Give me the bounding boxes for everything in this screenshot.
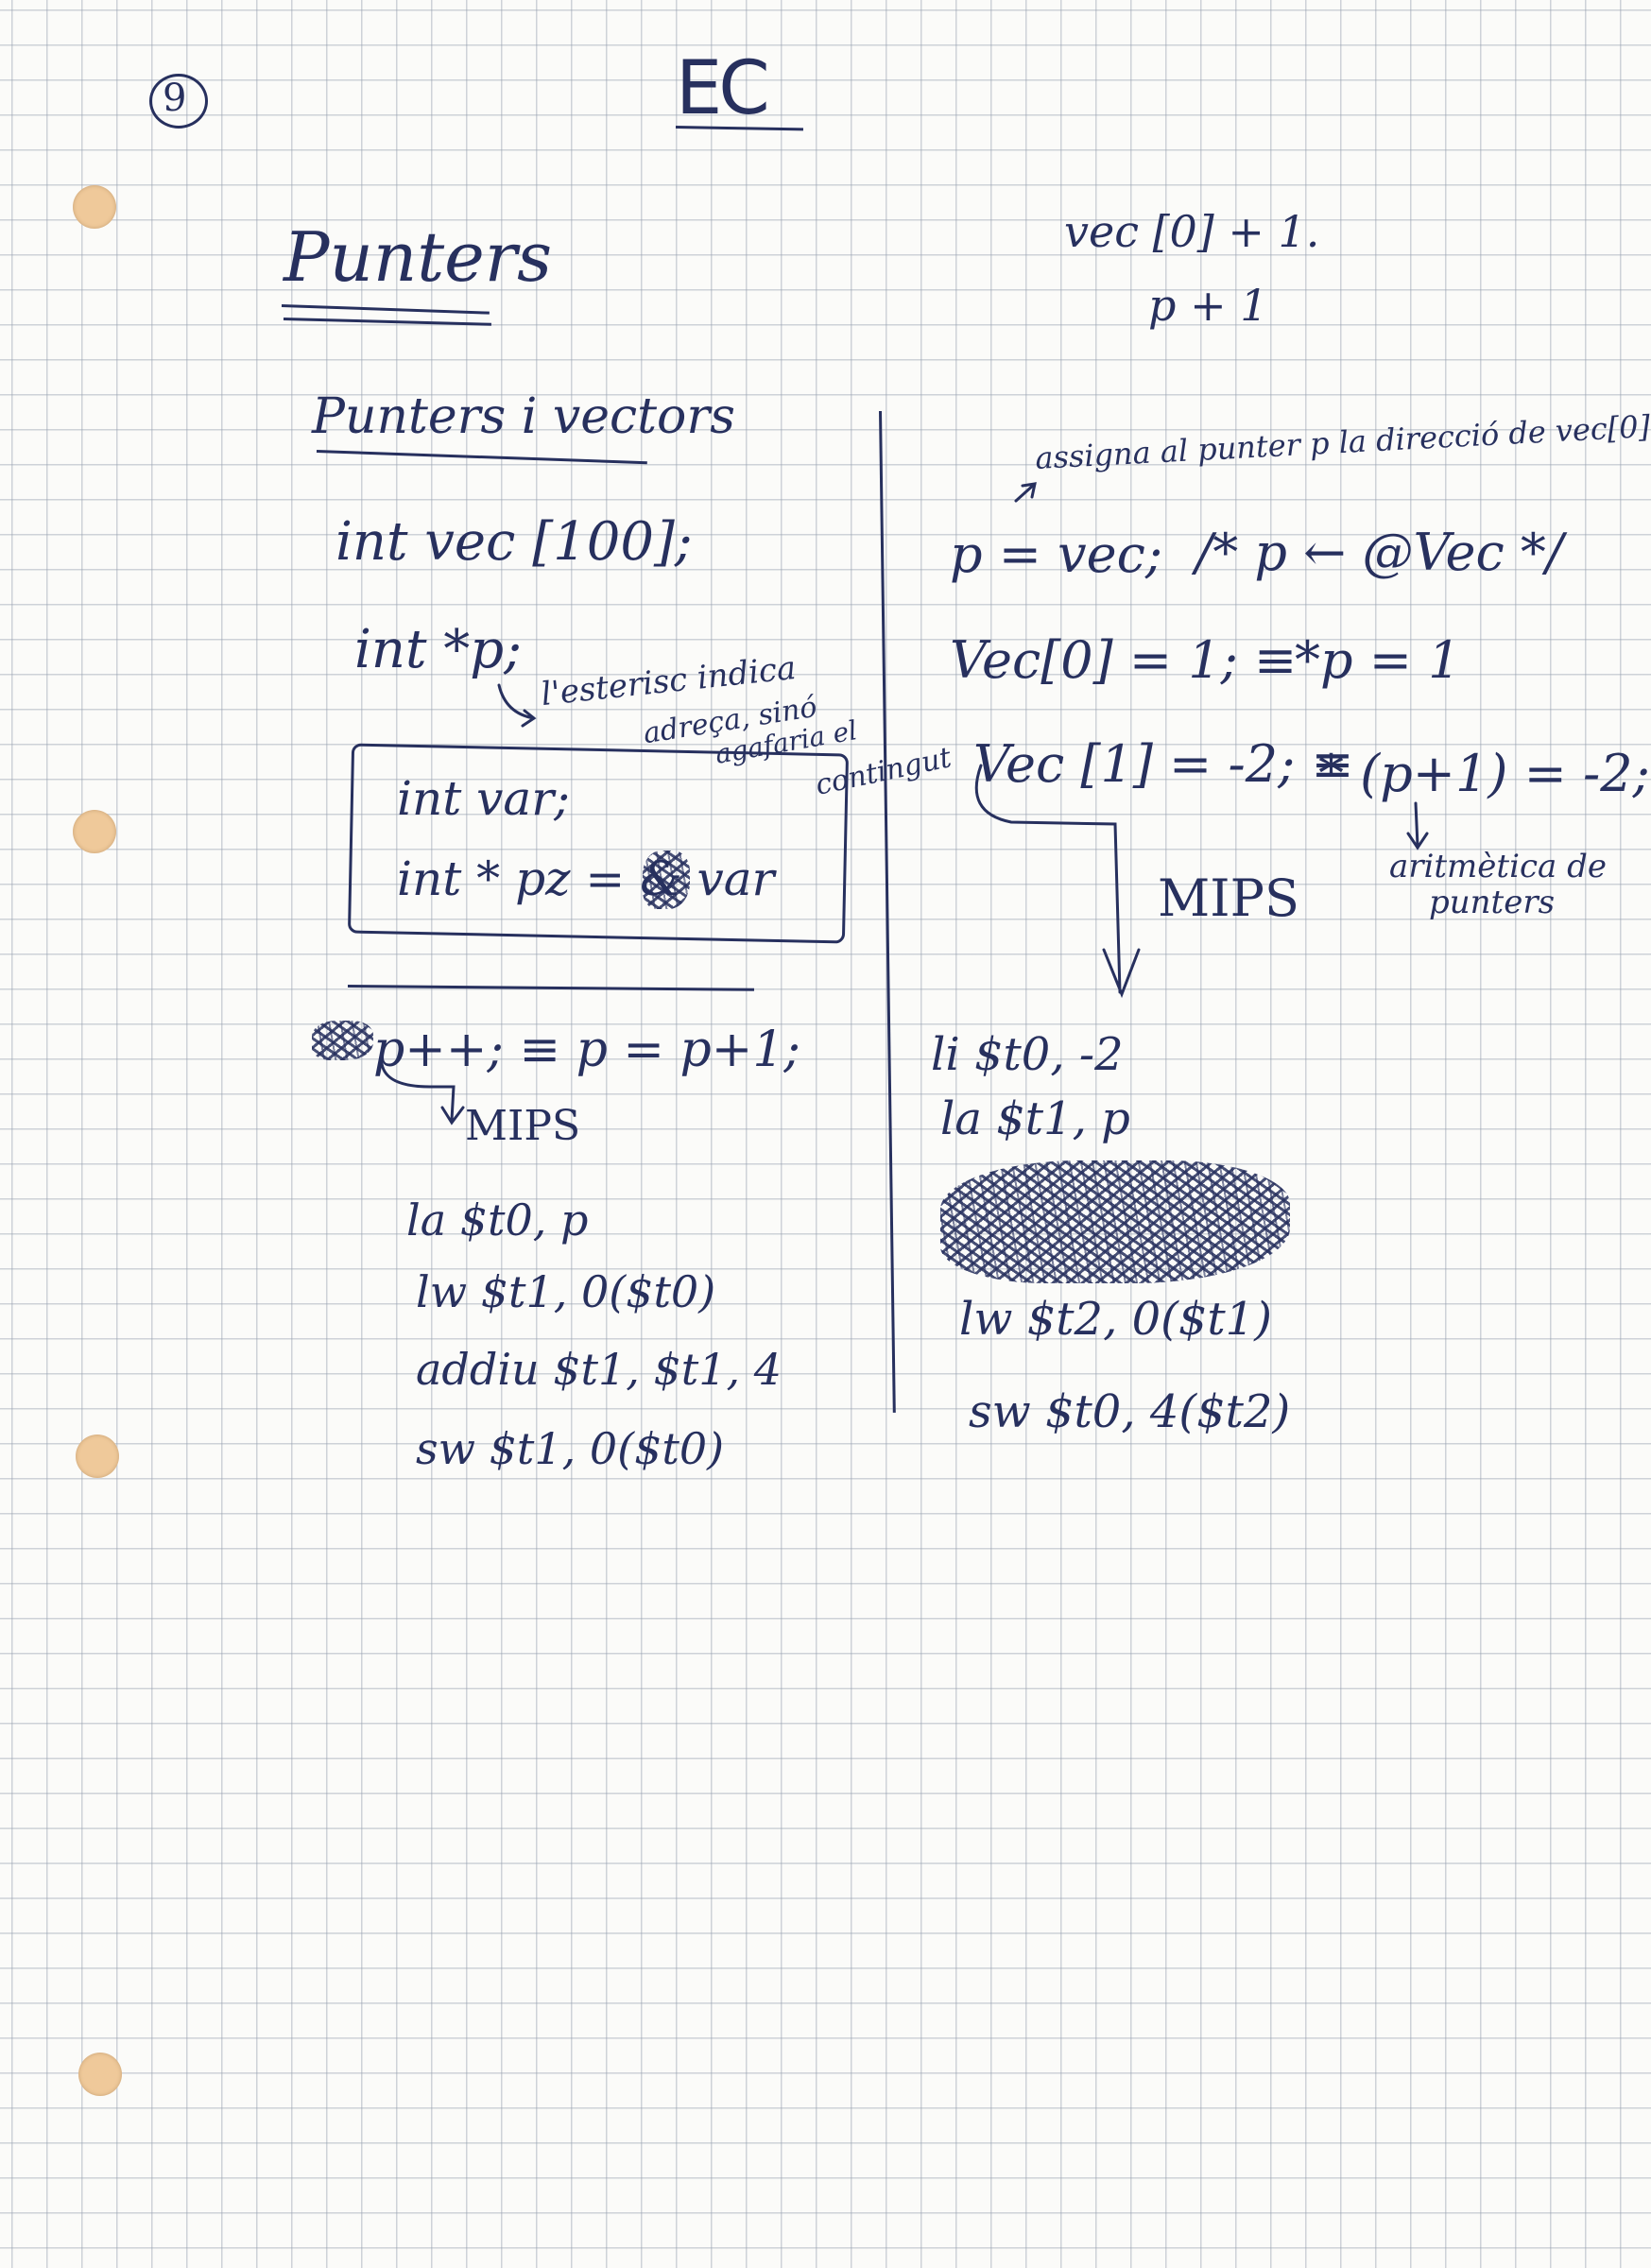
binder-hole-4 (78, 2053, 122, 2096)
right-line-2: Vec[0] = 1; ≡ (950, 630, 1298, 690)
crossed-out-asm (940, 1160, 1290, 1283)
binder-hole-3 (76, 1435, 119, 1478)
arrows-layer (380, 482, 1429, 1125)
box-line-2: int * pz = & var (397, 851, 775, 906)
top-right-line-1: vec [0] + 1. (1064, 206, 1320, 257)
right-mips-arrow (974, 764, 1141, 999)
arith-note-2: punters (1429, 884, 1556, 921)
section-title: Punters (284, 217, 553, 297)
left-asm-line: addiu $t1, $t1, 4 (416, 1344, 783, 1395)
right-line-3: Vec [1] = -2; ≡ (973, 734, 1354, 794)
header-title: EC (676, 46, 770, 131)
left-mips-label: MIPS (465, 1102, 581, 1150)
right-asm-line: li $t0, -2 (931, 1028, 1124, 1081)
crossed-out-text-2 (312, 1021, 373, 1060)
left-asm-line: lw $t1, 0($t0) (416, 1266, 716, 1317)
left-mips-arrow (380, 1047, 465, 1125)
arith-note-arrow (1406, 801, 1429, 850)
binder-hole-1 (73, 185, 116, 229)
box-line-1: int var; (397, 771, 570, 826)
right-asm-line: sw $t0, 4($t2) (969, 1385, 1291, 1438)
assign-note-arrow (1014, 482, 1037, 503)
top-right-line-2: p + 1 (1148, 280, 1268, 331)
crossed-out-text (643, 850, 690, 909)
pointer-note-arrow (497, 683, 537, 728)
decl-ptr: int *p; (354, 619, 522, 680)
right-line-2-eq: *p = 1 (1295, 630, 1461, 690)
left-asm-line: sw $t1, 0($t0) (416, 1423, 725, 1474)
right-asm-line: la $t1, p (940, 1092, 1130, 1145)
right-asm-line: lw $t2, 0($t1) (959, 1293, 1272, 1346)
right-line-3-eq: * (p+1) = -2; (1318, 744, 1650, 803)
right-line-1: p = vec; (950, 524, 1163, 584)
arith-note-1: aritmètica de (1389, 848, 1607, 885)
subtitle: Punters i vectors (312, 388, 735, 445)
binder-hole-2 (73, 810, 116, 853)
page-number-circle (149, 74, 208, 129)
right-mips-label: MIPS (1158, 868, 1299, 928)
left-asm-line: la $t0, p (406, 1194, 589, 1246)
decl-vec: int vec [100]; (335, 511, 693, 573)
page-number: 9 (163, 77, 187, 120)
right-line-1-comment: /* p ← @Vec */ (1195, 523, 1564, 582)
increment-line: p++; ≡ p = p+1; (373, 1022, 800, 1078)
